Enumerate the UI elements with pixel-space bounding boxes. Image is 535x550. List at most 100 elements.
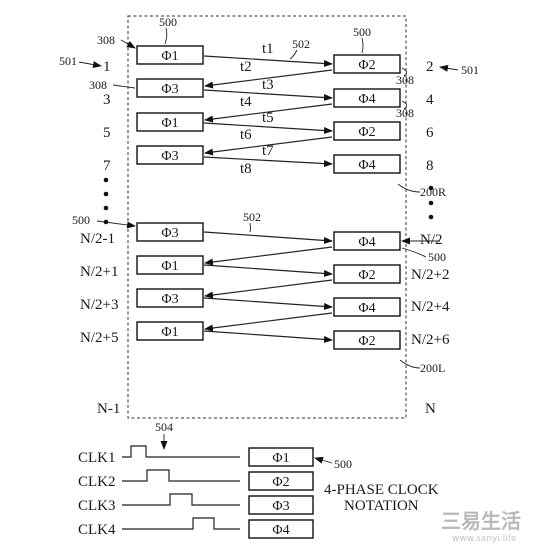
- continuation-dot: [103, 219, 109, 225]
- arrow-t3: [203, 89, 333, 101]
- ref-200R: 200R: [420, 185, 446, 199]
- right-box-row-n2p6: Φ2: [333, 330, 401, 350]
- phase-label: Φ2: [358, 125, 375, 140]
- leader-308-left-top: [120, 39, 136, 49]
- ref-308-left-top: 308: [97, 33, 115, 47]
- row-number-n2p2: N/2+2: [411, 267, 449, 283]
- row-number-n2: N/2: [420, 232, 443, 248]
- phase-label: Φ1: [161, 116, 178, 131]
- continuation-dots-right: [428, 185, 434, 220]
- ref-500-top-right: 500: [353, 25, 371, 39]
- arrow-t2: [204, 69, 333, 89]
- timing-label-t8: t8: [240, 161, 252, 177]
- arrow-t7: [203, 156, 333, 168]
- phase-box: [136, 255, 204, 275]
- ref-500-top-left: 500: [159, 15, 177, 29]
- timing-label-t4: t4: [240, 94, 252, 110]
- arrow-segment: [204, 246, 333, 266]
- phase-label: Φ4: [358, 158, 375, 173]
- ref-500-legend: 500: [334, 457, 352, 471]
- phase-label: Φ2: [358, 268, 375, 283]
- legend-box-phi3: Φ3: [248, 495, 314, 515]
- phase-box: [333, 231, 401, 251]
- phase-box: [136, 45, 204, 65]
- arrow-segment: [203, 330, 333, 343]
- row-number-n2p1: N/2+1: [80, 264, 118, 280]
- phase-label: Φ2: [358, 58, 375, 73]
- arrow-t6: [204, 136, 333, 156]
- row-number-7: 7: [103, 158, 111, 174]
- leader-500-top-left: [164, 27, 168, 45]
- left-box-row-n2-1: Φ3: [136, 222, 204, 242]
- timing-label-t3: t3: [262, 77, 274, 93]
- phase-box: [248, 471, 314, 491]
- transfer-arrows-upper: [203, 55, 333, 168]
- right-box-row-6: Φ2: [333, 121, 401, 141]
- clock-waveforms: [122, 445, 240, 530]
- left-box-row-7: Φ3: [136, 145, 204, 165]
- ref-504: 504: [155, 420, 173, 434]
- leader-308-left-mid: [112, 84, 136, 89]
- right-box-row-n2p4: Φ4: [333, 297, 401, 317]
- waveform-clk2: [122, 469, 240, 482]
- phase-box: [136, 78, 204, 98]
- row-number-4: 4: [426, 92, 434, 108]
- ref-502-top: 502: [292, 37, 310, 51]
- arrow-segment: [203, 264, 333, 277]
- panel-outline: [127, 15, 407, 419]
- timing-label-t6: t6: [240, 127, 252, 143]
- left-box-row-5: Φ1: [136, 112, 204, 132]
- leader-308-right-mid: [401, 100, 407, 110]
- ref-502-mid: 502: [243, 210, 261, 224]
- waveform-clk3: [122, 493, 240, 506]
- leader-502-mid: [249, 222, 251, 233]
- continuation-dots-left: [103, 177, 109, 211]
- right-box-row-n2: Φ4: [333, 231, 401, 251]
- phase-box: [333, 121, 401, 141]
- leader-501-left: [78, 61, 102, 69]
- row-number-n2p5: N/2+5: [80, 330, 118, 346]
- phase-label: Φ3: [161, 149, 178, 164]
- ref-308-right-mid: 308: [396, 106, 414, 120]
- right-box-row-n2p2: Φ2: [333, 264, 401, 284]
- arrow-t1: [203, 55, 333, 67]
- arrow-segment: [204, 279, 333, 299]
- left-box-row-1: Φ1: [136, 45, 204, 65]
- ref-500-left-mid: 500: [72, 213, 90, 227]
- row-number-n2p4: N/2+4: [411, 299, 450, 315]
- phase-label: Φ3: [161, 226, 178, 241]
- arrow-t4: [204, 103, 333, 123]
- row-number-5: 5: [103, 125, 111, 141]
- phase-label: Φ1: [161, 325, 178, 340]
- ref-501-right: 501: [461, 63, 479, 77]
- arrow-segment: [203, 297, 333, 310]
- leader-200R: [397, 183, 421, 193]
- timing-label-t2: t2: [240, 59, 252, 75]
- phase-box: [333, 54, 401, 74]
- leader-500-legend: [314, 456, 333, 464]
- leader-501-right: [439, 64, 459, 72]
- leader-500-top-right: [361, 37, 364, 54]
- leader-502-top: [289, 49, 298, 60]
- left-box-row-n2p1: Φ1: [136, 255, 204, 275]
- phase-box: [333, 264, 401, 284]
- ref-308-right-top: 308: [396, 73, 414, 87]
- phase-box: [333, 297, 401, 317]
- row-number-n2p6: N/2+6: [411, 332, 450, 348]
- phase-box: [136, 145, 204, 165]
- phase-label: Φ1: [161, 49, 178, 64]
- timing-label-t5: t5: [262, 110, 274, 126]
- left-box-row-n2p5: Φ1: [136, 321, 204, 341]
- clock-label-clk4: CLK4: [78, 522, 116, 538]
- leader-500-right-mid: [401, 247, 427, 258]
- ref-500-right-mid: 500: [428, 250, 446, 264]
- legend-box-phi2: Φ2: [248, 471, 314, 491]
- phase-box: [136, 288, 204, 308]
- phase-box: [136, 112, 204, 132]
- ref-308-left-mid: 308: [89, 78, 107, 92]
- row-number-2: 2: [426, 59, 434, 75]
- watermark-url: www.sanyi.life: [452, 534, 517, 544]
- timing-label-t1: t1: [262, 41, 274, 57]
- phase-box: [333, 330, 401, 350]
